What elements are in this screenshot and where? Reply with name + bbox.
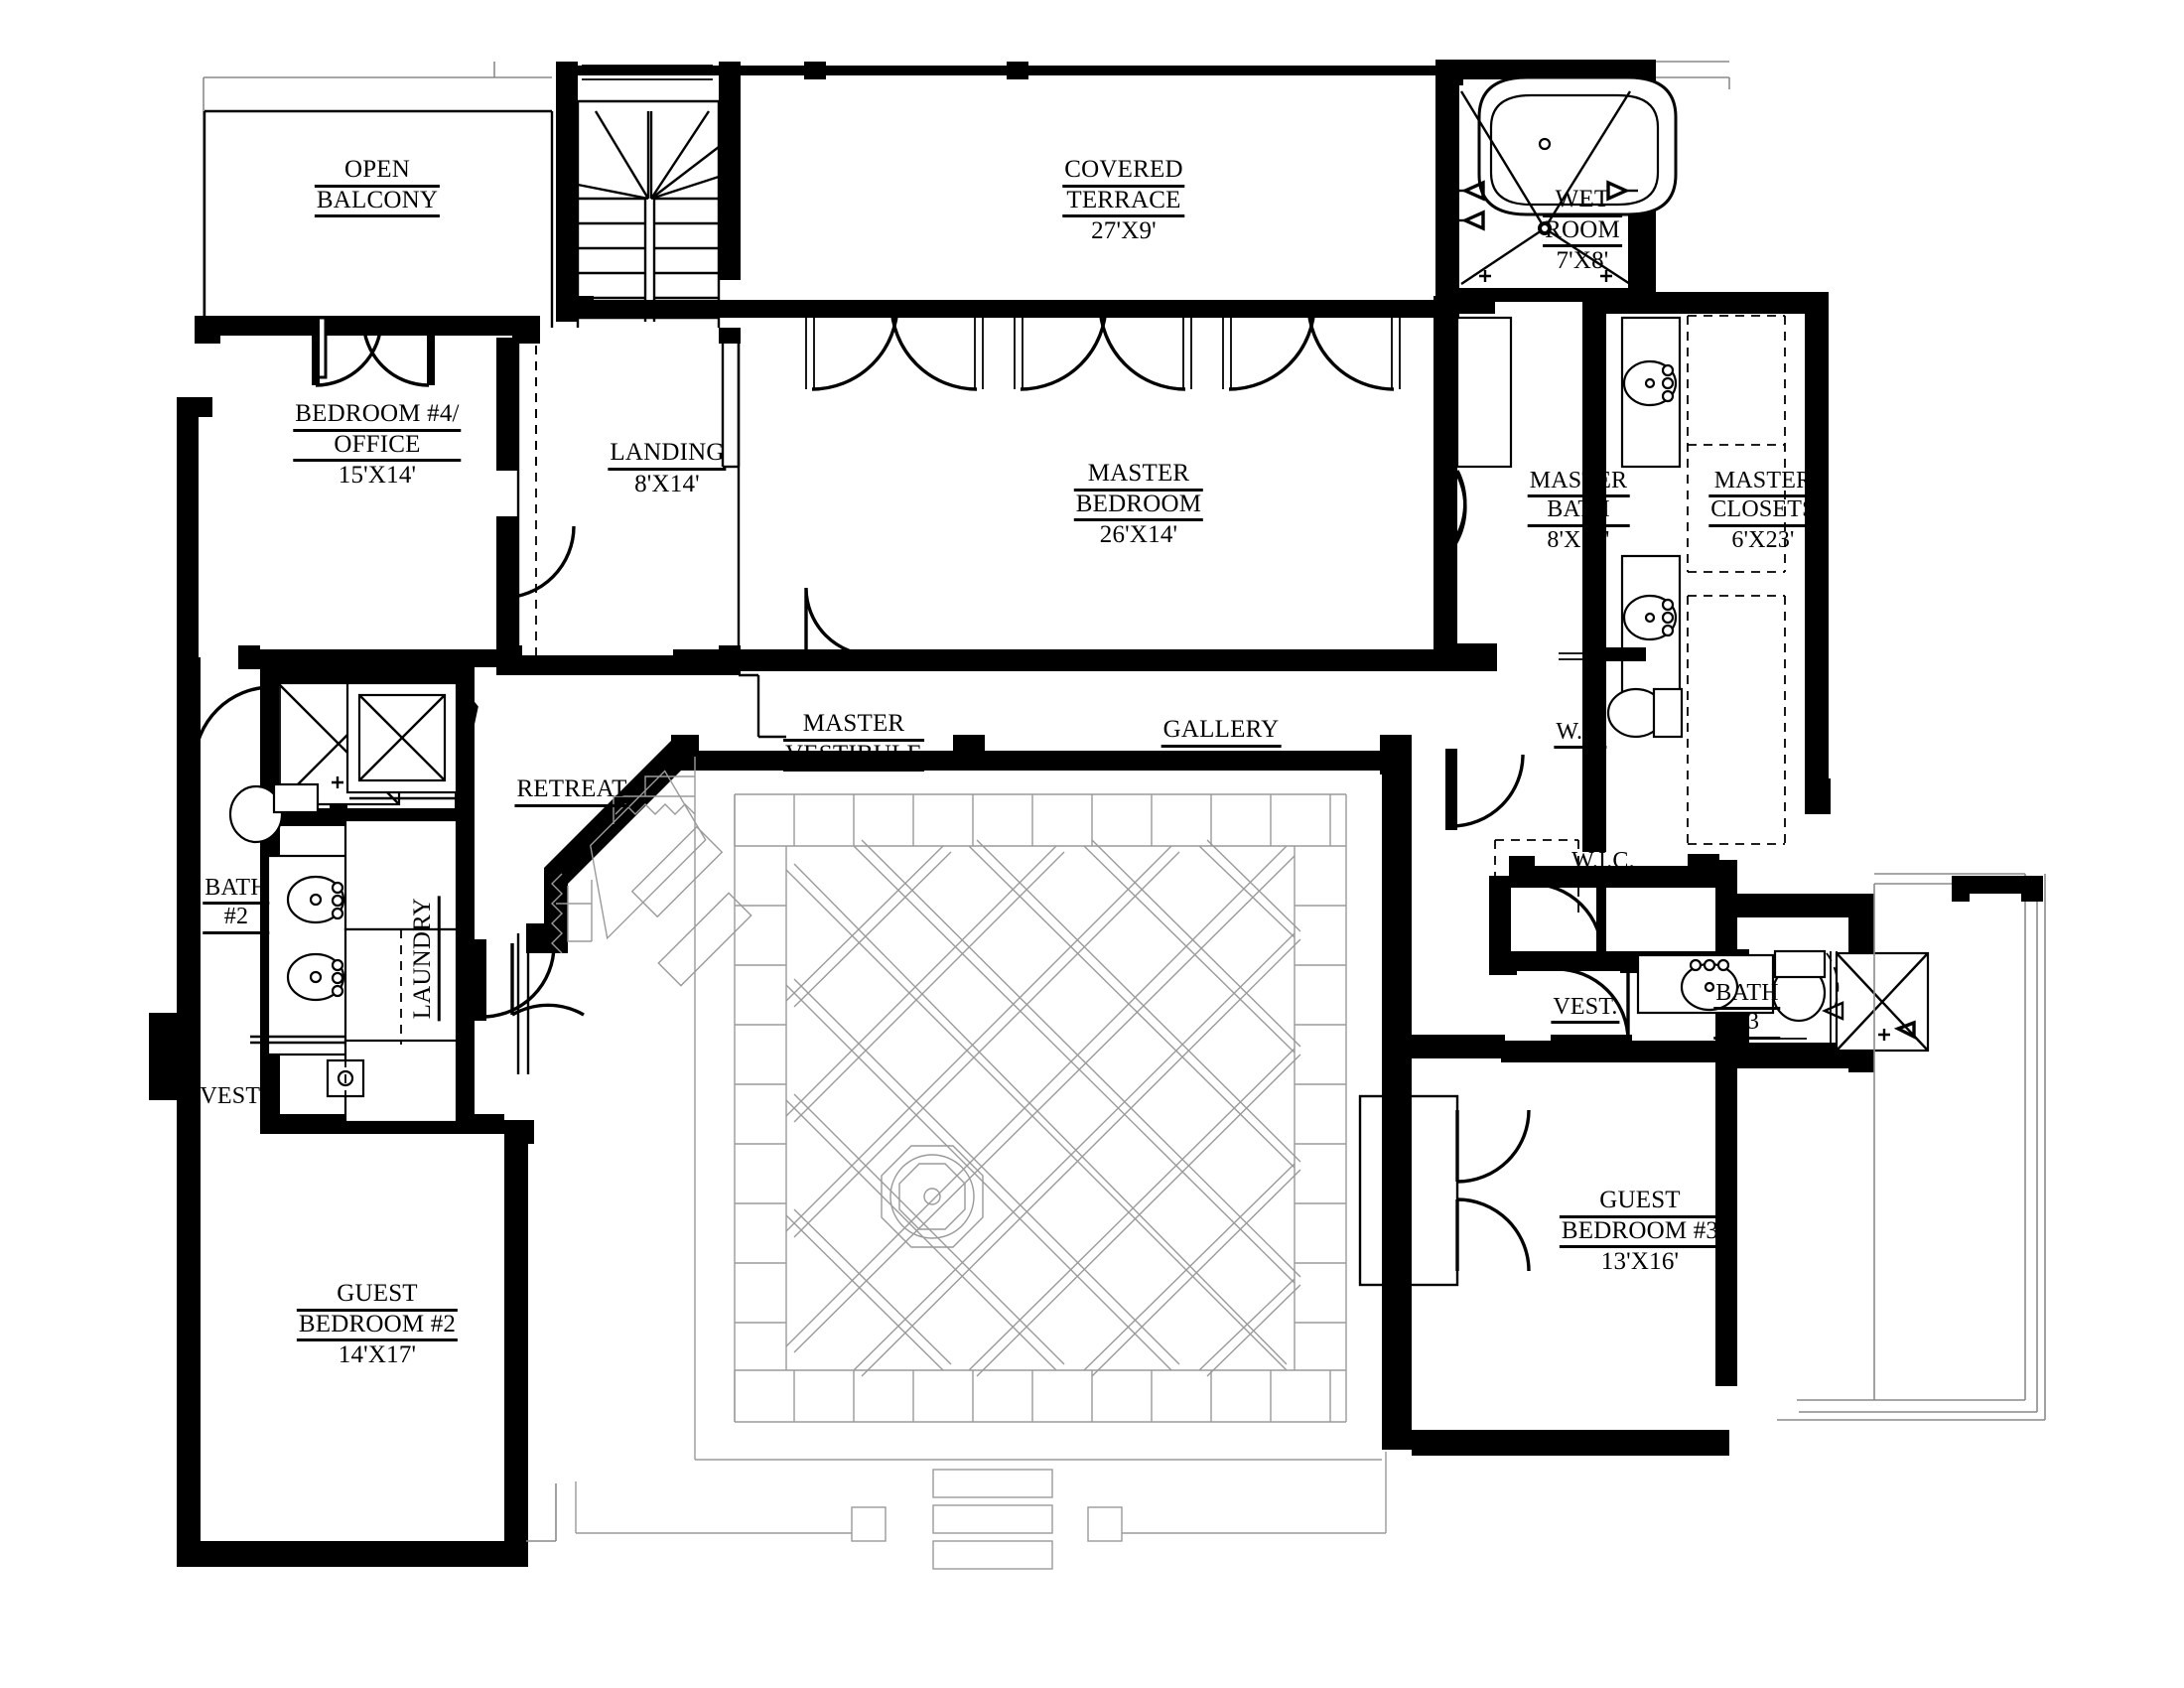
- master-vestibule-outline: [756, 675, 786, 739]
- room-dimension: 8'X14': [634, 470, 700, 497]
- room-dimension: 7'X8': [1556, 247, 1609, 274]
- gallery-mullions: [870, 649, 1350, 671]
- landing-outline: [516, 328, 758, 677]
- room-name-line: COVERED: [1062, 156, 1185, 188]
- room-label-landing: LANDING 8'X14': [608, 439, 727, 497]
- room-name-line: GUEST: [1559, 1187, 1721, 1218]
- balcony-outline: [203, 109, 554, 328]
- room-dimension: 15'X14': [338, 462, 417, 489]
- room-dimension: 6'X23': [1731, 526, 1795, 553]
- room-dimension: 26'X14': [1099, 521, 1178, 548]
- bedroom4-door: [496, 520, 576, 600]
- room-name-line: MASTER: [783, 710, 924, 742]
- room-name-line: BATH: [1713, 980, 1781, 1011]
- guest-bedroom-3-closet: [1358, 1092, 1531, 1289]
- staircase: [576, 65, 721, 328]
- room-label-laundry: LAUNDRY: [409, 896, 441, 1022]
- room-name-line: TERRACE: [1062, 187, 1185, 217]
- room-name-line: MASTER: [1073, 460, 1204, 492]
- room-dimension: 13'X16': [1600, 1248, 1680, 1275]
- room-name-line: CLOSETS: [1708, 497, 1818, 527]
- room-name-line: MASTER: [1527, 468, 1630, 498]
- courtyard-nw-counter: [556, 770, 752, 987]
- room-label-bedroom-4-office: BEDROOM #4/ OFFICE 15'X14': [293, 400, 462, 490]
- room-label-retreat: RETREAT: [514, 775, 629, 807]
- bedroom4-windows: [499, 350, 513, 463]
- wic-door: [1530, 880, 1606, 961]
- room-name-line: BEDROOM #4/: [293, 400, 462, 432]
- room-name-line: LANDING: [608, 439, 727, 471]
- room-name-line: BALCONY: [314, 187, 441, 217]
- laundry-fixtures: [326, 680, 478, 1124]
- room-label-bath-2: BATH #2: [203, 875, 270, 934]
- room-name-line: BEDROOM #2: [296, 1311, 459, 1341]
- room-label-master-vestibule: MASTER VESTIBULE: [783, 710, 924, 772]
- master-bath-fixtures: [1433, 316, 1684, 739]
- room-name-line: OPEN: [314, 156, 441, 188]
- room-dimension: 14'X17': [338, 1341, 417, 1368]
- room-name-line: VESTIBULE: [783, 741, 924, 772]
- room-name-line: BATH: [1527, 497, 1630, 527]
- room-label-covered-terrace: COVERED TERRACE 27'X9': [1062, 156, 1185, 245]
- room-name-line: VEST.: [1551, 994, 1620, 1025]
- room-label-gallery: GALLERY: [1160, 716, 1282, 748]
- room-name-line: W.I.C.: [1570, 848, 1637, 879]
- room-name-line: ROOM: [1543, 216, 1622, 247]
- balcony-double-doors: [312, 316, 435, 387]
- room-name-line: VEST.: [200, 1083, 265, 1109]
- exterior-terrace-right: [1777, 873, 2046, 1421]
- laundry-door: [475, 939, 556, 1021]
- room-name-line: MASTER: [1708, 468, 1818, 498]
- wet-room-fixtures: [1453, 63, 1678, 299]
- left-windows: [182, 417, 494, 1560]
- guest3-windows: [1445, 1126, 1734, 1449]
- master-closet-window: [1688, 297, 1822, 755]
- wic-shelving: [1494, 839, 1579, 933]
- lower-left-reference: [526, 1483, 557, 1542]
- gallery-windows: [794, 654, 1330, 668]
- courtyard-steps: [575, 1452, 1387, 1570]
- retreat-outline: [516, 933, 530, 1074]
- room-label-wic: W.I.C.: [1570, 848, 1637, 879]
- room-name-line: BEDROOM: [1073, 491, 1204, 521]
- room-name-line: GUEST: [296, 1280, 459, 1312]
- courtyard-tile-pattern: [694, 757, 1382, 1461]
- room-name-line: GALLERY: [1160, 716, 1282, 748]
- room-label-open-balcony: OPEN BALCONY: [314, 156, 441, 217]
- room-label-wc: W.C.: [1554, 719, 1607, 750]
- gallery-to-vest-door: [1445, 749, 1525, 830]
- vest-left-window: [180, 1025, 194, 1086]
- room-label-guest-bedroom-3: GUEST BEDROOM #3 13'X16': [1559, 1187, 1721, 1276]
- room-dimension: 8'X14': [1547, 526, 1610, 553]
- room-dimension: 27'X9': [1091, 217, 1157, 244]
- room-label-master-closets: MASTER CLOSETS 6'X23': [1708, 468, 1818, 553]
- room-name-line: LAUNDRY: [409, 896, 441, 1022]
- room-name-line: WET: [1543, 186, 1622, 217]
- bath3-fixtures: [1636, 949, 1930, 1053]
- room-dimension: #3: [1713, 1010, 1781, 1040]
- master-closet-shelving: [1687, 315, 1786, 845]
- room-label-master-bedroom: MASTER BEDROOM 26'X14': [1073, 460, 1204, 549]
- room-name-line: RETREAT: [514, 775, 629, 807]
- room-dimension: #2: [203, 905, 270, 934]
- room-label-bath-3: BATH #3: [1713, 980, 1781, 1040]
- vest-door: [1551, 967, 1632, 1045]
- master-bedroom-french-doors: [805, 303, 1401, 391]
- room-label-vest-left: VEST.: [200, 1083, 265, 1109]
- room-label-wet-room: WET ROOM 7'X8': [1543, 186, 1622, 275]
- room-label-master-bath: MASTER BATH 8'X14': [1527, 468, 1630, 553]
- room-label-guest-bedroom-2: GUEST BEDROOM #2 14'X17': [296, 1280, 459, 1369]
- room-name-line: W.C.: [1554, 719, 1607, 750]
- courtyard-counter-zigzag: [551, 803, 696, 954]
- room-name-line: BATH: [203, 875, 270, 906]
- laundry-upper-cabinets: [344, 820, 458, 1122]
- room-label-vest-guest: VEST.: [1551, 994, 1620, 1025]
- room-name-line: OFFICE: [293, 431, 462, 462]
- landing-door: [804, 587, 875, 657]
- room-name-line: BEDROOM #3: [1559, 1217, 1721, 1248]
